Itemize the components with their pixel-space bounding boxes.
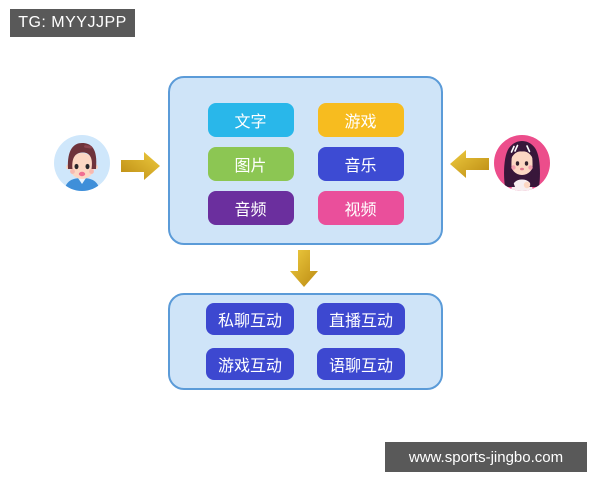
female-user-icon: [494, 135, 550, 191]
audio-button: 音频: [207, 191, 294, 225]
male-user-icon: [54, 135, 110, 191]
website-badge: www.sports-jingbo.com: [385, 442, 587, 472]
voice-chat-interaction-button: 语聊互动: [317, 348, 405, 380]
music-button: 音乐: [317, 147, 404, 181]
text-button: 文字: [207, 103, 294, 137]
live-stream-interaction-button: 直播互动: [317, 303, 405, 335]
arrow-down-icon: [289, 250, 319, 293]
game-interaction-button: 游戏互动: [206, 348, 294, 380]
arrow-left-icon: [449, 149, 489, 184]
image-button: 图片: [207, 147, 294, 181]
interaction-panel-grid: 私聊互动 直播互动 游戏互动 语聊互动: [170, 303, 441, 380]
website-badge-label: www.sports-jingbo.com: [408, 448, 564, 466]
telegram-badge: TG: MYYJJPP: [10, 9, 135, 37]
male-avatar: [54, 135, 110, 191]
telegram-badge-label: TG: MYYJJPP: [18, 14, 127, 31]
game-button: 游戏: [317, 103, 404, 137]
content-panel: 文字 游戏 图片 音乐 音频 视频: [168, 76, 443, 245]
content-panel-grid: 文字 游戏 图片 音乐 音频 视频: [170, 103, 441, 225]
female-avatar: [494, 135, 550, 191]
video-button: 视频: [317, 191, 404, 225]
private-chat-interaction-button: 私聊互动: [206, 303, 294, 335]
arrow-right-icon: [121, 151, 161, 186]
interaction-panel: 私聊互动 直播互动 游戏互动 语聊互动: [168, 293, 443, 390]
